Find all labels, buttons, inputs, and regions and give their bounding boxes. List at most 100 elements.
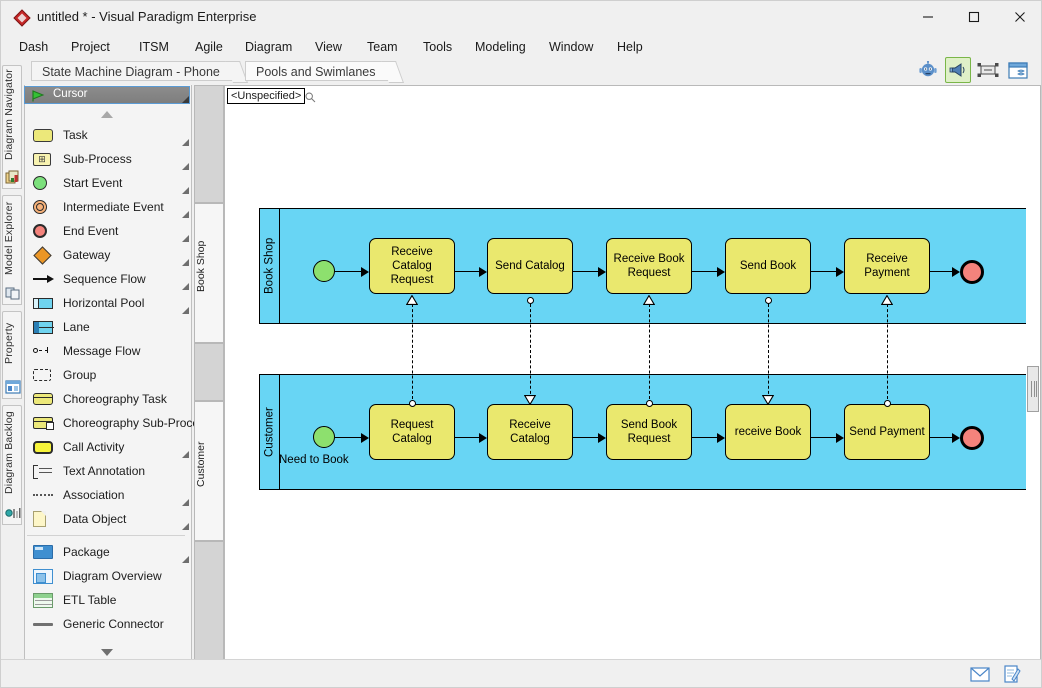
panel-icon[interactable] (1005, 57, 1031, 83)
magnifier-icon[interactable] (305, 92, 316, 106)
task-request-catalog[interactable]: Request Catalog (369, 404, 455, 460)
message-flow-send-payment-to-receive-payment[interactable] (887, 304, 888, 399)
palette-item-sequence-flow[interactable]: Sequence Flow (25, 267, 191, 291)
fit-size-icon[interactable] (975, 57, 1001, 83)
sequence-flow[interactable] (930, 271, 953, 272)
task-receive-catalog-request[interactable]: Receive Catalog Request (369, 238, 455, 294)
palette-item-expand-arrow-icon[interactable] (182, 307, 189, 314)
menu-item-help[interactable]: Help (617, 40, 643, 54)
menu-item-diagram[interactable]: Diagram (245, 40, 293, 54)
palette-item-expand-arrow-icon[interactable] (182, 211, 189, 218)
minimize-button[interactable] (905, 1, 951, 33)
dock-tab-model-explorer[interactable]: Model Explorer (2, 195, 22, 305)
pool-tab-customer[interactable]: Customer (194, 401, 224, 541)
sequence-flow[interactable] (573, 437, 599, 438)
sequence-flow[interactable] (692, 271, 718, 272)
palette-item-horizontal-pool[interactable]: Horizontal Pool (25, 291, 191, 315)
sequence-flow[interactable] (811, 437, 837, 438)
sequence-flow[interactable] (573, 271, 599, 272)
palette-scroll-down-arrow[interactable] (101, 649, 113, 656)
palette-item-text-annotation[interactable]: Text Annotation (25, 459, 191, 483)
palette-item-sub-process[interactable]: ⊞Sub-Process (25, 147, 191, 171)
end-event[interactable] (960, 426, 984, 450)
palette-item-end-event[interactable]: End Event (25, 219, 191, 243)
palette-item-expand-arrow-icon[interactable] (182, 163, 189, 170)
task-receive-book-request[interactable]: Receive Book Request (606, 238, 692, 294)
palette-item-diagram-overview[interactable]: Diagram Overview (25, 564, 191, 588)
sequence-flow[interactable] (930, 437, 953, 438)
menu-item-itsm[interactable]: ITSM (139, 40, 169, 54)
palette-item-message-flow[interactable]: Message Flow (25, 339, 191, 363)
message-flow-send-book-request-to-receive-book-request[interactable] (649, 304, 650, 399)
breadcrumb-item-0[interactable]: State Machine Diagram - Phone (31, 61, 237, 81)
palette-scroll-up-arrow[interactable] (101, 111, 113, 118)
start-event[interactable] (313, 260, 335, 282)
palette-item-call-activity[interactable]: Call Activity (25, 435, 191, 459)
start-event[interactable] (313, 426, 335, 448)
palette-cursor-tool[interactable]: Cursor (24, 86, 190, 104)
palette-item-generic-connector[interactable]: Generic Connector (25, 612, 191, 636)
menu-item-agile[interactable]: Agile (195, 40, 223, 54)
menu-item-tools[interactable]: Tools (423, 40, 453, 54)
dock-tab-diagram-navigator[interactable]: Diagram Navigator (2, 65, 22, 189)
cursor-expand-arrow-icon[interactable] (182, 96, 189, 103)
message-flow-send-catalog-to-receive-catalog[interactable] (530, 304, 531, 399)
palette-item-etl-table[interactable]: ETL Table (25, 588, 191, 612)
palette-item-expand-arrow-icon[interactable] (182, 139, 189, 146)
palette-item-association[interactable]: Association (25, 483, 191, 507)
task-receive-book[interactable]: receive Book (725, 404, 811, 460)
menu-item-dash[interactable]: Dash (19, 40, 49, 54)
canvas-scrollbar-thumb[interactable] (1027, 366, 1039, 412)
palette-item-expand-arrow-icon[interactable] (182, 451, 189, 458)
message-flow-request-catalog-to-receive-catalog-request[interactable] (412, 304, 413, 399)
menu-item-team[interactable]: Team (367, 40, 398, 54)
notes-icon[interactable] (1001, 663, 1023, 685)
mail-icon[interactable] (969, 663, 991, 685)
palette-item-expand-arrow-icon[interactable] (182, 187, 189, 194)
task-send-book-request[interactable]: Send Book Request (606, 404, 692, 460)
menu-item-modeling[interactable]: Modeling (475, 40, 526, 54)
task-receive-catalog[interactable]: Receive Catalog (487, 404, 573, 460)
sequence-flow[interactable] (811, 271, 837, 272)
task-send-payment[interactable]: Send Payment (844, 404, 930, 460)
palette-item-intermediate-event[interactable]: Intermediate Event (25, 195, 191, 219)
palette-item-choreography-task[interactable]: Choreography Task (25, 387, 191, 411)
palette-item-start-event[interactable]: Start Event (25, 171, 191, 195)
sequence-flow[interactable] (335, 437, 362, 438)
palette-item-expand-arrow-icon[interactable] (182, 556, 189, 563)
menu-item-project[interactable]: Project (71, 40, 110, 54)
breadcrumb-item-1[interactable]: Pools and Swimlanes (245, 61, 393, 81)
palette-item-expand-arrow-icon[interactable] (182, 499, 189, 506)
megaphone-icon[interactable] (945, 57, 971, 83)
bot-icon[interactable] (915, 57, 941, 83)
message-flow-send-book-to-receive-book[interactable] (768, 304, 769, 399)
dock-tab-property[interactable]: Property (2, 311, 22, 399)
close-button[interactable] (997, 1, 1042, 33)
menu-item-view[interactable]: View (315, 40, 342, 54)
sequence-flow[interactable] (692, 437, 718, 438)
palette-item-lane[interactable]: Lane (25, 315, 191, 339)
pool-tab-book-shop[interactable]: Book Shop (194, 203, 224, 343)
palette-item-group[interactable]: Group (25, 363, 191, 387)
maximize-button[interactable] (951, 1, 997, 33)
palette-item-gateway[interactable]: Gateway (25, 243, 191, 267)
palette-item-expand-arrow-icon[interactable] (182, 283, 189, 290)
palette-item-data-object[interactable]: Data Object (25, 507, 191, 531)
unspecified-label[interactable]: <Unspecified> (227, 88, 306, 104)
palette-item-choreography-sub-process[interactable]: Choreography Sub-Process (25, 411, 211, 435)
dock-tab-diagram-backlog[interactable]: Diagram Backlog (2, 405, 22, 525)
sequence-flow[interactable] (455, 437, 480, 438)
palette-item-task[interactable]: Task (25, 123, 191, 147)
task-receive-payment[interactable]: Receive Payment (844, 238, 930, 294)
menu-item-window[interactable]: Window (549, 40, 594, 54)
canvas-vertical-scrollbar[interactable] (1026, 86, 1040, 660)
sequence-flow[interactable] (335, 271, 362, 272)
task-send-book[interactable]: Send Book (725, 238, 811, 294)
sequence-flow[interactable] (455, 271, 480, 272)
palette-item-expand-arrow-icon[interactable] (182, 523, 189, 530)
palette-item-expand-arrow-icon[interactable] (182, 259, 189, 266)
palette-item-expand-arrow-icon[interactable] (182, 235, 189, 242)
end-event[interactable] (960, 260, 984, 284)
palette-item-package[interactable]: Package (25, 540, 191, 564)
